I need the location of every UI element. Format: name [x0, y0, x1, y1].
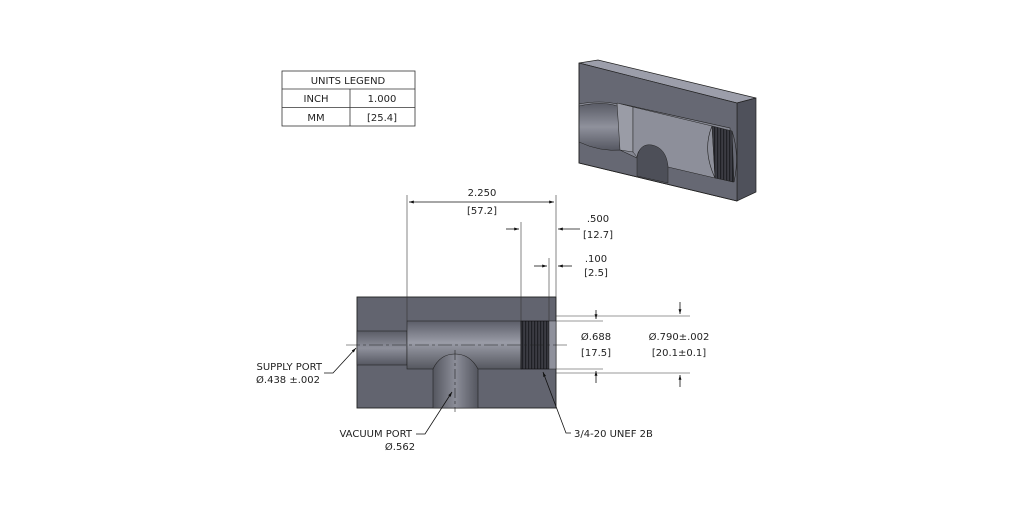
section-view	[346, 296, 570, 412]
dim-bore-diameter-inch: Ø.688	[581, 331, 611, 343]
units-legend-title: UNITS LEGEND	[311, 76, 386, 87]
units-legend: UNITS LEGEND INCH 1.000 MM [25.4]	[281, 70, 416, 127]
isometric-view	[578, 59, 757, 202]
units-legend-value-inch: 1.000	[368, 94, 397, 105]
supply-port-label: SUPPLY PORT	[257, 362, 323, 373]
vacuum-port-spec: Ø.562	[385, 441, 415, 453]
supply-port-spec: Ø.438 ±.002	[256, 374, 320, 386]
thread-callout-label: 3/4-20 UNEF 2B	[574, 429, 653, 440]
dim-relief-mm: [2.5]	[584, 268, 608, 279]
dim-overall-length-inch: 2.250	[468, 188, 497, 199]
vacuum-port-label: VACUUM PORT	[339, 429, 412, 440]
dim-bore-diameter-mm: [17.5]	[581, 348, 611, 359]
units-legend-unit-inch: INCH	[304, 94, 329, 105]
units-legend-value-mm: [25.4]	[367, 113, 397, 124]
dim-outer-diameter-inch: Ø.790±.002	[649, 331, 710, 343]
dim-overall-length-mm: [57.2]	[467, 206, 497, 217]
dimension-lines	[324, 195, 690, 435]
dim-thread-depth-mm: [12.7]	[583, 230, 613, 241]
dim-thread-depth-inch: .500	[587, 214, 609, 225]
dim-outer-diameter-mm: [20.1±0.1]	[652, 348, 706, 359]
units-legend-unit-mm: MM	[307, 113, 324, 124]
dim-relief-inch: .100	[585, 254, 607, 265]
